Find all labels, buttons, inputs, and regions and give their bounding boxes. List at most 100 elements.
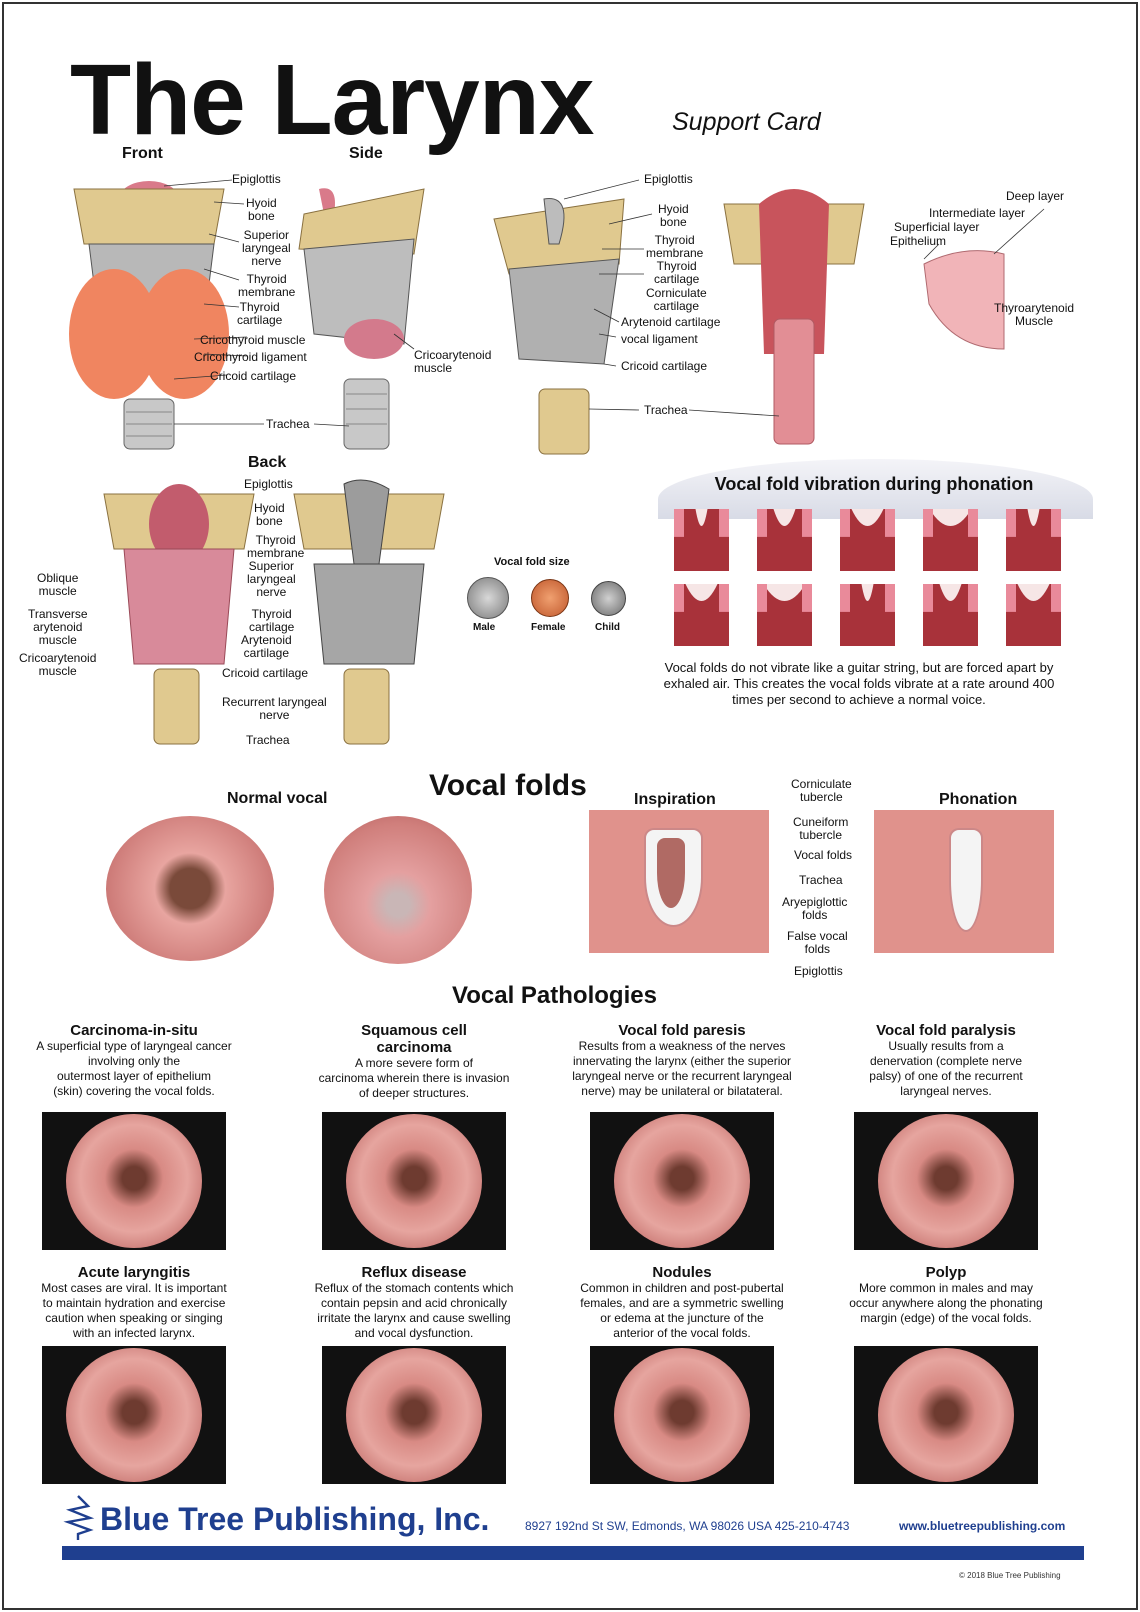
- pathology-description: A superficial type of laryngeal cancer: [36, 1039, 232, 1053]
- pathology-description: anterior of the vocal folds.: [613, 1326, 751, 1340]
- pathology-photo: [322, 1346, 506, 1484]
- normal-vocal-photo-closed: [324, 816, 472, 964]
- larynx-illustrations: [69, 179, 1045, 745]
- female-coin-icon: [531, 579, 569, 617]
- page-subtitle: Support Card: [672, 108, 821, 136]
- pathology-description: Usually results from a: [888, 1039, 1004, 1053]
- coin-label-male: Male: [473, 622, 496, 633]
- pathology-description: contain pepsin and acid chronically: [320, 1296, 508, 1310]
- pathology-photo: [854, 1112, 1038, 1250]
- pathology-description: females, and are a symmetric swelling: [580, 1296, 784, 1310]
- pathology-description: More common in males and may: [858, 1281, 1034, 1295]
- pathologies-heading: Vocal Pathologies: [452, 982, 657, 1009]
- pathology-description: involving only the: [87, 1054, 181, 1068]
- pathology-title: Vocal fold paresis: [618, 1022, 746, 1039]
- pathology-description: laryngeal nerve or the recurrent larynge…: [572, 1069, 792, 1083]
- endoscopy-view: [346, 1114, 482, 1248]
- pathology-description: or edema at the juncture of the: [600, 1311, 764, 1325]
- pathology-description: to maintain hydration and exercise: [42, 1296, 226, 1310]
- pathology-description: palsy) of one of the recurrent: [869, 1069, 1023, 1083]
- vocal-fold-layers-illustration: [923, 250, 1005, 350]
- male-coin-icon: [467, 577, 509, 619]
- pathology-description: outermost layer of epithelium: [56, 1069, 212, 1083]
- label-epiglottis-back: Epiglottis: [244, 477, 293, 491]
- back-view-heading: Back: [248, 454, 287, 471]
- inspiration-illustration: [589, 810, 769, 953]
- coronal-larynx-illustration: [723, 189, 865, 445]
- vibration-frames-graphic: [674, 509, 1061, 646]
- pathology-title: Carcinoma-in-situ: [70, 1022, 198, 1039]
- pathology-title: Vocal fold paralysis: [876, 1022, 1016, 1039]
- pathology-description: of deeper structures.: [358, 1086, 470, 1100]
- side-view-heading: Side: [349, 145, 383, 162]
- pathology-description: Common in children and post-pubertal: [580, 1281, 784, 1295]
- label-vocal-ligament: vocal ligament: [621, 332, 698, 346]
- label-intermediate-layer: Intermediate layer: [929, 206, 1026, 220]
- endoscopy-view: [66, 1114, 202, 1248]
- label-epiglottis-inner: Epiglottis: [644, 172, 693, 186]
- pathology-title: Nodules: [652, 1264, 712, 1281]
- child-coin-icon: [591, 581, 626, 616]
- inspiration-heading: Inspiration: [634, 791, 716, 808]
- pathology-title: Squamous cell: [361, 1022, 467, 1039]
- phonation-illustration: [874, 810, 1054, 953]
- vibration-description: Vocal folds do not vibrate like a guitar…: [663, 660, 1055, 707]
- vibration-frames: [674, 509, 1094, 654]
- copyright: © 2018 Blue Tree Publishing: [959, 1571, 1061, 1580]
- posterior-cartilage-illustration: [293, 479, 445, 745]
- label-trachea-vf: Trachea: [799, 873, 843, 887]
- pathology-description: carcinoma wherein there is invasion: [318, 1071, 510, 1085]
- publisher-website[interactable]: www.bluetreepublishing.com: [899, 1519, 1066, 1533]
- pathology-photo: [42, 1112, 226, 1250]
- label-cricoid-front: Cricoid cartilage: [210, 369, 297, 383]
- publisher-address: 8927 192nd St SW, Edmonds, WA 98026 USA …: [525, 1519, 850, 1533]
- endoscopy-view: [346, 1348, 482, 1482]
- phonation-heading: Phonation: [939, 791, 1018, 808]
- pathology-title: carcinoma: [376, 1039, 452, 1056]
- pathology-description: with an infected larynx.: [72, 1326, 196, 1340]
- pathology-description: A more severe form of: [354, 1056, 474, 1070]
- label-cricothyroid-ligament: Cricothyroid ligament: [194, 350, 307, 364]
- pathology-photo: [322, 1112, 506, 1250]
- label-trachea-inner: Trachea: [644, 403, 688, 417]
- inner-larynx-illustration: [493, 198, 625, 455]
- pathology-description: Most cases are viral. It is important: [41, 1281, 227, 1295]
- label-arytenoid-inner: Arytenoid cartilage: [621, 315, 721, 329]
- label-epiglottis-vf: Epiglottis: [794, 964, 843, 978]
- endoscopy-view: [878, 1114, 1014, 1248]
- pathology-photo: [590, 1112, 774, 1250]
- pathology-title: Polyp: [925, 1264, 967, 1281]
- label-cricoid-inner: Cricoid cartilage: [621, 359, 708, 373]
- pathology-description: (skin) covering the vocal folds.: [53, 1084, 215, 1098]
- pathology-photo: [42, 1346, 226, 1484]
- label-deep-layer: Deep layer: [1006, 189, 1065, 203]
- pathology-description: Results from a weakness of the nerves: [578, 1039, 786, 1053]
- page-title: The Larynx: [70, 44, 594, 156]
- pathology-photo: [590, 1346, 774, 1484]
- label-cricothyroid-muscle: Cricothyroid muscle: [200, 333, 306, 347]
- pathology-description: occur anywhere along the phonating: [849, 1296, 1043, 1310]
- pathology-description: and vocal dysfunction.: [354, 1326, 474, 1340]
- label-epiglottis-front: Epiglottis: [232, 172, 281, 186]
